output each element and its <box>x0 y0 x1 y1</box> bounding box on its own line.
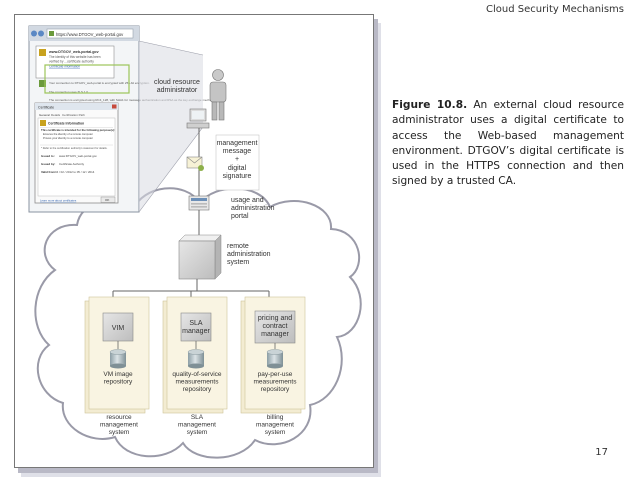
svg-text:The connection uses TLS 1.0.: The connection uses TLS 1.0. <box>49 90 89 94</box>
svg-text:pay-per-use: pay-per-use <box>258 371 293 378</box>
svg-text:administration: administration <box>227 251 271 258</box>
remote-administration-system-box <box>178 234 222 280</box>
svg-text:digital: digital <box>228 165 247 172</box>
svg-text:resource: resource <box>106 414 132 421</box>
figure-diagram: https://www.DTGOV_web-portal.gov www.DTG… <box>28 25 362 459</box>
svg-text:repository: repository <box>104 379 133 386</box>
svg-text:manager: manager <box>182 328 210 335</box>
svg-text:contract: contract <box>263 323 288 330</box>
sla-manager-box <box>180 312 212 342</box>
lock-icon <box>49 31 54 36</box>
svg-text:+: + <box>235 156 239 163</box>
quality-of-service-repository-cylinder <box>187 349 205 369</box>
vm-image-repository-cylinder <box>109 349 127 369</box>
forward-icon <box>38 30 44 37</box>
slide-header: Cloud Security Mechanisms <box>485 4 624 15</box>
svg-text:cloud resource: cloud resource <box>154 79 200 86</box>
svg-text:This certificate is intended f: This certificate is intended for the fol… <box>41 128 115 132</box>
browser-window: https://www.DTGOV_web-portal.gov www.DTG… <box>28 25 219 213</box>
svg-text:usage and: usage and <box>231 197 264 204</box>
back-icon <box>31 30 37 37</box>
pricing-contract-manager-box <box>254 310 296 344</box>
svg-text:Certificate information: Certificate information <box>49 65 80 69</box>
svg-text:General: General <box>39 113 50 117</box>
svg-text:The identity of this website h: The identity of this website has been <box>49 55 101 59</box>
svg-text:pricing and: pricing and <box>258 315 292 322</box>
svg-text:message: message <box>223 148 252 155</box>
svg-text:billing: billing <box>267 414 284 421</box>
svg-text:Ensures the identity of a remo: Ensures the identity of a remote compute… <box>43 132 93 136</box>
svg-text:measurements: measurements <box>254 379 298 386</box>
pay-per-use-repository-cylinder <box>266 349 284 369</box>
page-number: 17 <box>595 447 608 458</box>
svg-text:management: management <box>217 140 258 147</box>
svg-text:verified by ...certificate aut: verified by ...certificate authority <box>49 60 94 64</box>
svg-text:The connection is encrypted us: The connection is encrypted using RC4_12… <box>49 98 219 102</box>
certificate-icon <box>39 49 46 56</box>
computer-icon <box>186 108 210 129</box>
close-icon <box>112 104 117 109</box>
svg-text:Certificate Authority: Certificate Authority <box>59 162 85 166</box>
svg-text:administrator: administrator <box>157 87 198 94</box>
usage-administration-portal-icon <box>188 195 210 211</box>
svg-text:Issued by:: Issued by: <box>41 162 55 166</box>
svg-text:SLA: SLA <box>189 320 203 327</box>
sla-management-system-module: SLA manager quality-of-service measureme… <box>162 296 228 414</box>
svg-text:management: management <box>256 422 294 429</box>
svg-text:system: system <box>187 429 208 436</box>
svg-text:system: system <box>227 259 249 266</box>
svg-text:management: management <box>178 422 216 429</box>
svg-text:system: system <box>109 429 130 436</box>
svg-text:Valid from: Valid from <box>41 170 55 174</box>
caption-text: An external cloud resource administrator… <box>392 99 624 188</box>
lock-icon <box>39 80 46 87</box>
figure-caption: Figure 10.8. An external cloud resource … <box>392 98 624 190</box>
svg-text:administration: administration <box>231 205 275 212</box>
svg-text:Details: Details <box>51 113 61 117</box>
svg-text:manager: manager <box>261 331 289 338</box>
svg-text:Certificate Information: Certificate Information <box>48 122 84 126</box>
svg-text:Certification Path: Certification Path <box>62 113 85 117</box>
svg-text:repository: repository <box>261 386 290 393</box>
svg-text:Your connection to DTGOV_web-p: Your connection to DTGOV_web-portal is e… <box>49 81 150 85</box>
administrator-person-icon <box>209 69 227 121</box>
svg-text:portal: portal <box>231 213 249 220</box>
svg-text:system: system <box>265 429 286 436</box>
svg-text:Certificate: Certificate <box>38 106 54 110</box>
svg-text:Learn more about certificates: Learn more about certificates <box>40 199 77 203</box>
svg-text:quality-of-service: quality-of-service <box>172 371 222 378</box>
billing-management-system-module: pricing and contract manager pay-per-use… <box>240 296 306 414</box>
svg-text:SLA: SLA <box>191 414 204 421</box>
certificate-icon <box>40 120 46 126</box>
svg-text:Issued to:: Issued to: <box>41 154 55 158</box>
svg-text:Proves your identity to a remo: Proves your identity to a remote compute… <box>43 136 93 140</box>
svg-text:www.DTGOV_web-portal.gov: www.DTGOV_web-portal.gov <box>59 154 97 158</box>
vim-box <box>102 312 134 342</box>
svg-text:measurements: measurements <box>176 379 220 386</box>
svg-text:VIM: VIM <box>112 325 125 332</box>
digital-signature-envelope-icon <box>186 156 204 171</box>
svg-text:04 / 02 / 2012 to 05 / 12 /: 04 / 02 / 2012 to 05 / 12 / 2014 <box>55 170 95 174</box>
resource-management-system-module: VIM VM image repository <box>84 296 150 414</box>
svg-text:management: management <box>100 422 138 429</box>
svg-text:VM image: VM image <box>103 371 133 378</box>
svg-text:signature: signature <box>223 173 252 180</box>
url-text: https://www.DTGOV_web-portal.gov <box>56 32 124 37</box>
figure-label: Figure 10.8. <box>392 99 468 111</box>
figure-frame: https://www.DTGOV_web-portal.gov www.DTG… <box>14 14 374 468</box>
svg-text:* Refer to the certification a: * Refer to the certification authority's… <box>41 146 108 150</box>
svg-text:OK: OK <box>105 198 109 202</box>
svg-text:www.DTGOV_web-portal.gov: www.DTGOV_web-portal.gov <box>48 50 99 54</box>
svg-text:repository: repository <box>183 386 212 393</box>
svg-text:remote: remote <box>227 243 249 250</box>
